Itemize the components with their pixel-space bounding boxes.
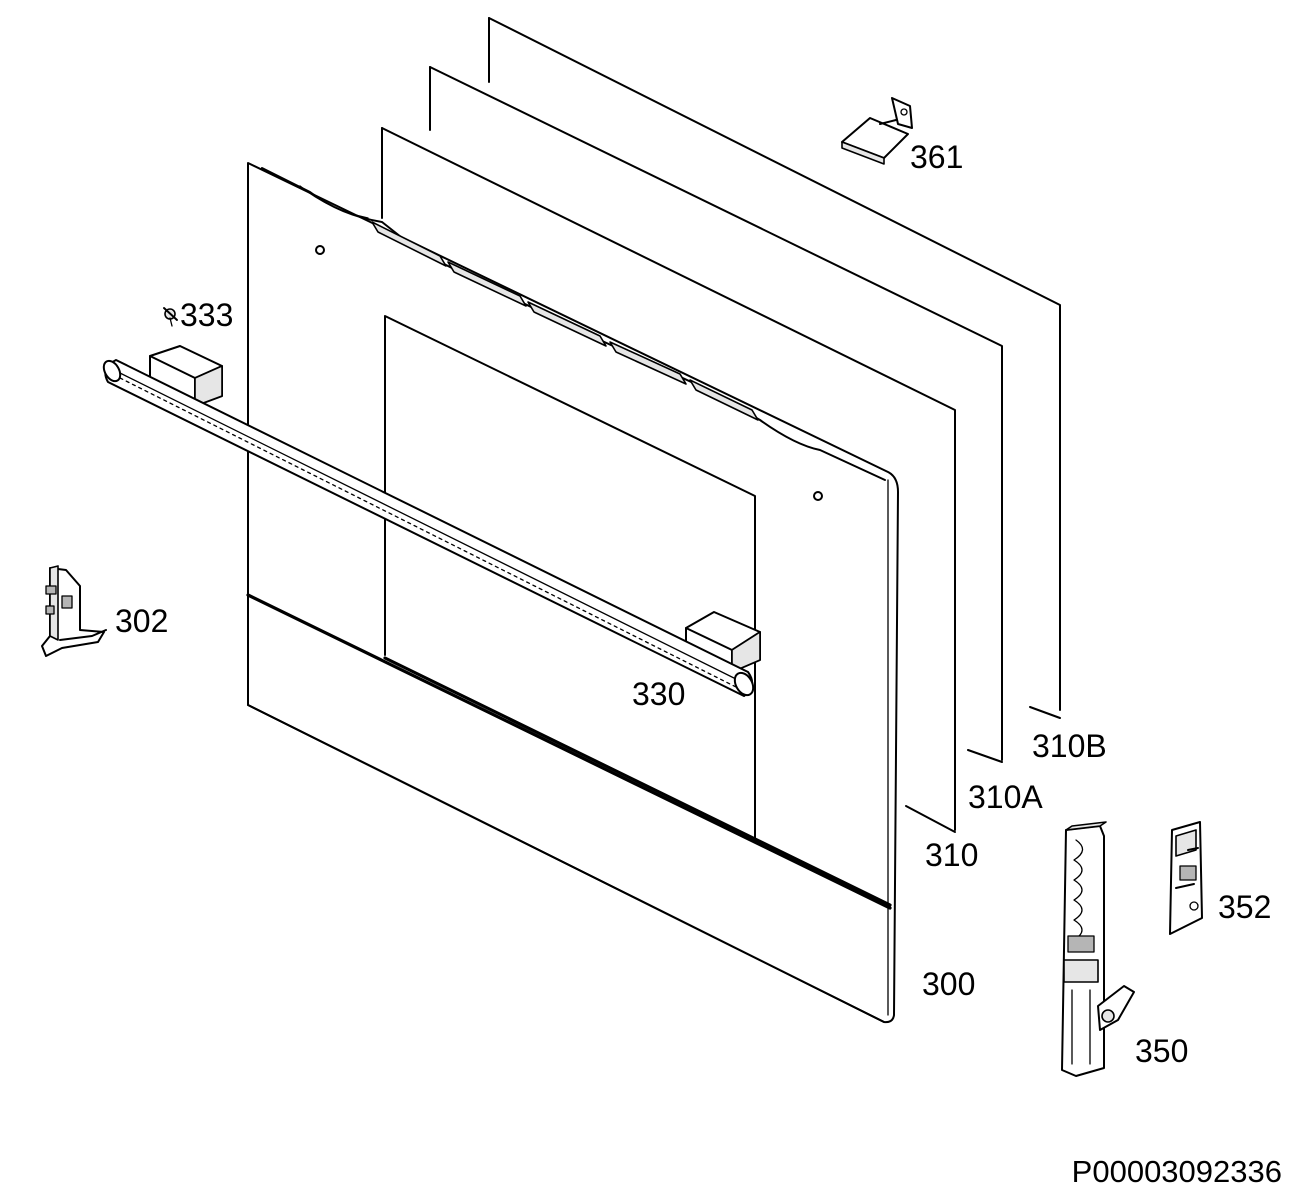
callout-310b: 310B xyxy=(1032,728,1107,764)
callout-330: 330 xyxy=(632,676,685,712)
callout-310: 310 xyxy=(925,837,978,873)
hinge-plate-352 xyxy=(1169,821,1203,935)
callout-310a: 310A xyxy=(968,779,1043,815)
vent-slots xyxy=(371,221,759,421)
callout-352: 352 xyxy=(1218,889,1271,925)
screw-333 xyxy=(163,307,178,327)
glass-panel-310 xyxy=(381,127,956,833)
callout-350: 350 xyxy=(1135,1033,1188,1069)
callout-333: 333 xyxy=(180,297,233,333)
glass-panel-310a xyxy=(429,66,1003,763)
callout-361: 361 xyxy=(910,139,963,175)
handle-330 xyxy=(102,345,761,697)
glass-panel-310b xyxy=(488,17,1061,719)
clip-361 xyxy=(841,97,913,165)
callout-302: 302 xyxy=(115,603,168,639)
bracket-302 xyxy=(41,565,107,657)
callout-300: 300 xyxy=(922,966,975,1002)
document-id: P00003092336 xyxy=(1072,1154,1282,1189)
hinge-350 xyxy=(1061,821,1135,1077)
